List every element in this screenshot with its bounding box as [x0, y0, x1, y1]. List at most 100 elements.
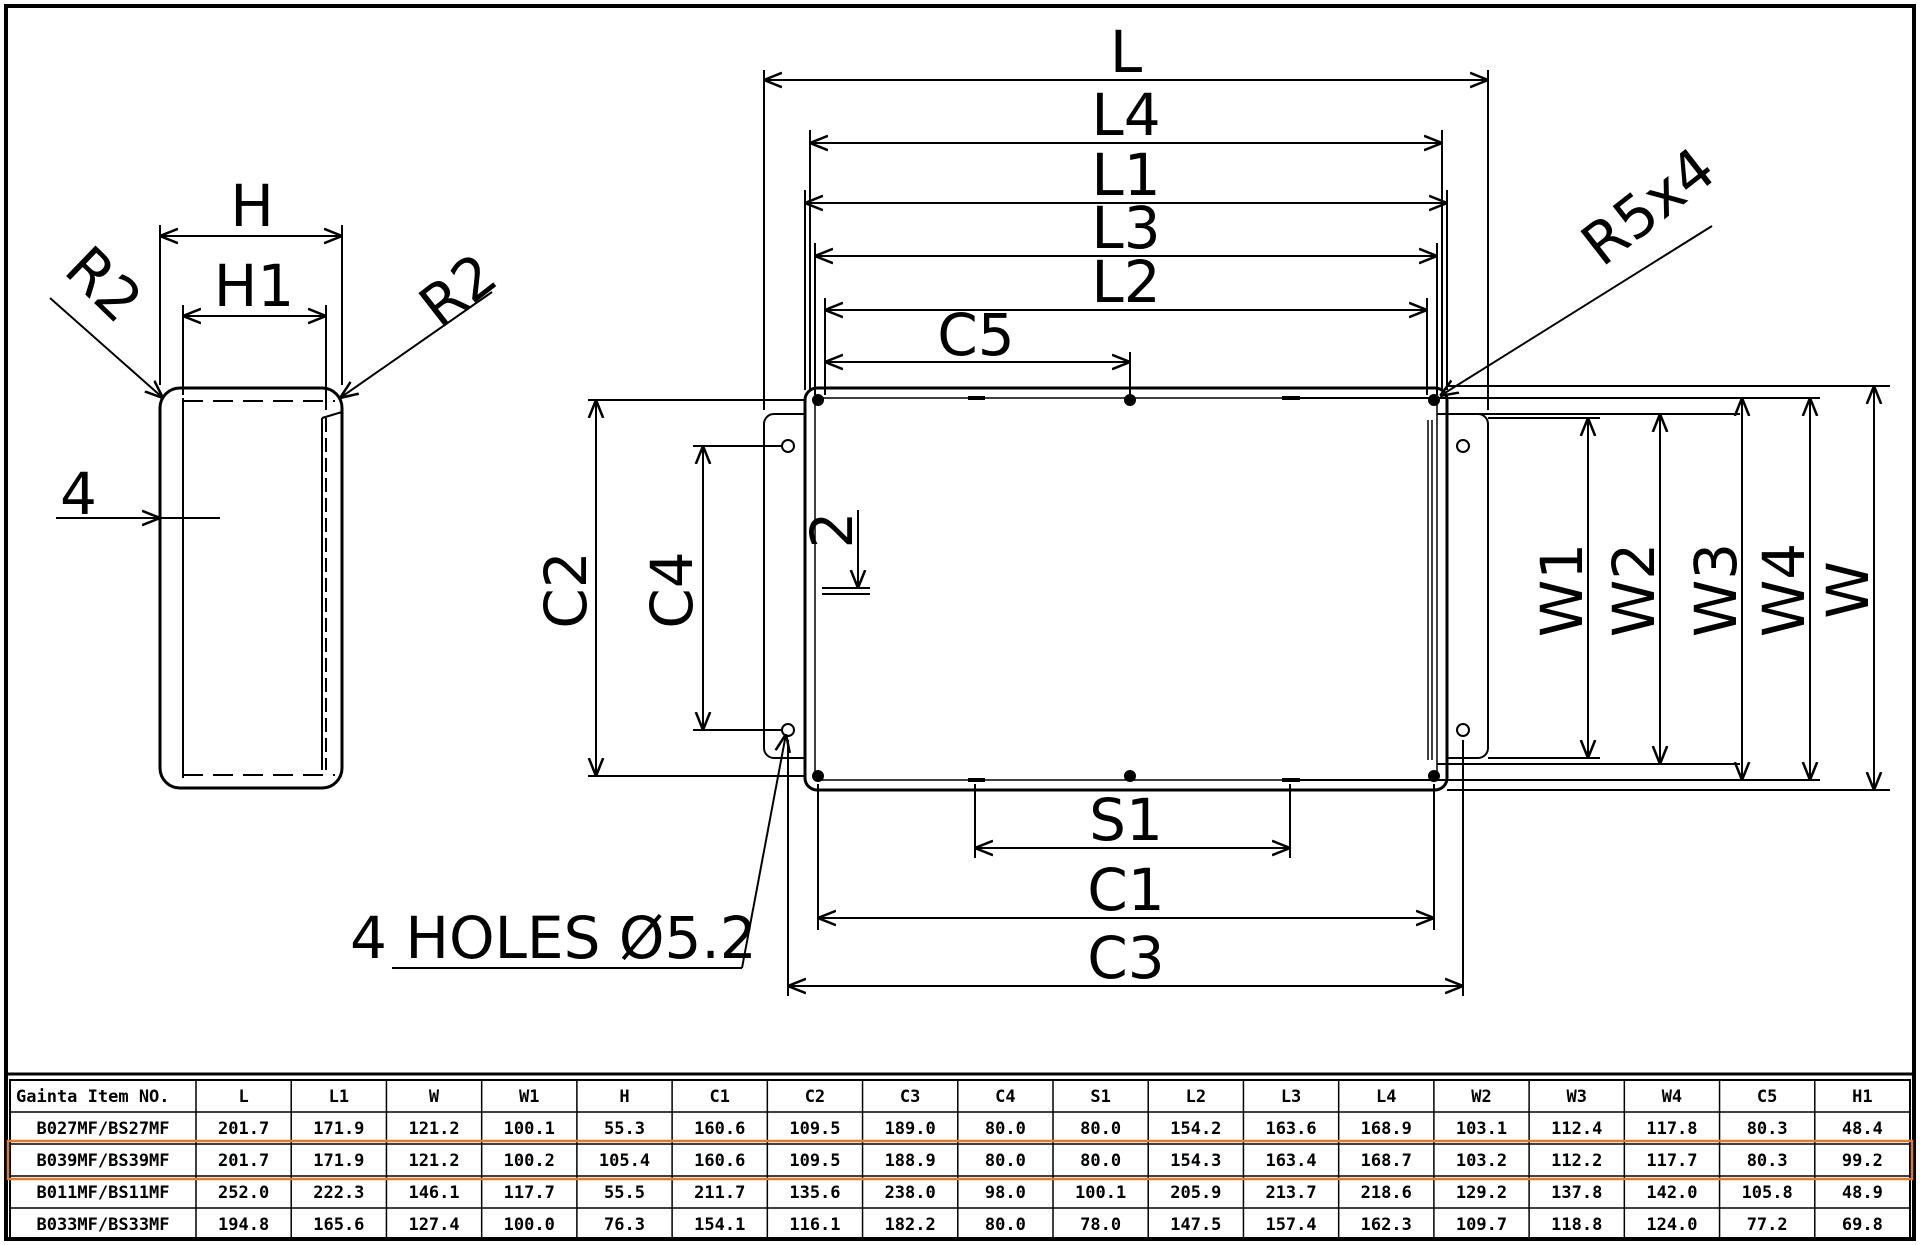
table-value-cell: 80.0	[985, 1151, 1026, 1171]
table-value-cell: 201.7	[218, 1151, 269, 1171]
table-value-cell: 129.2	[1456, 1183, 1507, 1203]
table-value-cell: 105.8	[1742, 1183, 1793, 1203]
table-item-cell: B033MF/BS33MF	[36, 1215, 169, 1235]
dim-label-S1: S1	[1089, 786, 1163, 854]
table-value-cell: 103.1	[1456, 1119, 1507, 1139]
dim-label-R2-left: R2	[52, 233, 155, 336]
dim-label-C3: C3	[1087, 924, 1164, 992]
top-view	[392, 70, 1890, 996]
table-value-cell: 165.6	[313, 1215, 364, 1235]
table-value-cell: 213.7	[1265, 1183, 1316, 1203]
dim-label-C5: C5	[937, 301, 1014, 369]
table-value-cell: 98.0	[985, 1183, 1026, 1203]
table-value-cell: 103.2	[1456, 1151, 1507, 1171]
table-value-cell: 80.0	[985, 1215, 1026, 1235]
table-value-cell: 168.9	[1361, 1119, 1412, 1139]
table-item-cell: B027MF/BS27MF	[36, 1119, 169, 1139]
table-value-cell: 48.4	[1842, 1119, 1883, 1139]
table-value-cell: 124.0	[1646, 1215, 1697, 1235]
holes-callout: 4 HOLES Ø5.2	[350, 904, 757, 972]
table-header-cell: C2	[805, 1087, 825, 1107]
table-header-cell: C3	[900, 1087, 920, 1107]
table-value-cell: 55.5	[604, 1183, 645, 1203]
table-header-cell: H1	[1852, 1087, 1872, 1107]
table-value-cell: 205.9	[1170, 1183, 1221, 1203]
table-value-cell: 80.0	[1080, 1119, 1121, 1139]
dim-label-W: W	[1814, 561, 1882, 618]
table-value-cell: 69.8	[1842, 1215, 1883, 1235]
table-value-cell: 48.9	[1842, 1183, 1883, 1203]
table-header-cell: W3	[1566, 1087, 1586, 1107]
table-value-cell: 222.3	[313, 1183, 364, 1203]
table-value-cell: 171.9	[313, 1119, 364, 1139]
table-value-cell: 80.3	[1747, 1119, 1788, 1139]
table-value-cell: 135.6	[789, 1183, 840, 1203]
side-view	[49, 225, 493, 790]
table-value-cell: 100.1	[504, 1119, 555, 1139]
dim-label-L: L	[1110, 18, 1142, 86]
table-value-cell: 171.9	[313, 1151, 364, 1171]
dim-label-C2: C2	[532, 551, 600, 628]
table-value-cell: 100.0	[504, 1215, 555, 1235]
dim-label-2: 2	[798, 512, 866, 549]
table-value-cell: 112.2	[1551, 1151, 1602, 1171]
table-value-cell: 121.2	[408, 1119, 459, 1139]
table-item-cell: B011MF/BS11MF	[36, 1183, 169, 1203]
mounting-hole	[1456, 723, 1470, 737]
table-value-cell: 100.1	[1075, 1183, 1126, 1203]
table-value-cell: 154.3	[1170, 1151, 1221, 1171]
table-value-cell: 154.2	[1170, 1119, 1221, 1139]
mounting-hole	[1456, 439, 1470, 453]
dim-label-R5x4: R5x4	[1569, 134, 1728, 279]
table-value-cell: 218.6	[1361, 1183, 1412, 1203]
table-header-cell: Gainta Item NO.	[16, 1087, 170, 1107]
table-value-cell: 121.2	[408, 1151, 459, 1171]
dim-label-C4: C4	[638, 551, 706, 628]
table-value-cell: 117.8	[1646, 1119, 1697, 1139]
mounting-hole	[781, 439, 795, 453]
mounting-hole	[781, 723, 795, 737]
table-value-cell: 182.2	[885, 1215, 936, 1235]
table-value-cell: 55.3	[604, 1119, 645, 1139]
table-value-cell: 109.5	[789, 1119, 840, 1139]
table-header-cell: L4	[1376, 1087, 1396, 1107]
table-value-cell: 76.3	[604, 1215, 645, 1235]
side-view-body	[158, 386, 344, 790]
dim-label-H: H	[230, 172, 274, 240]
table-value-cell: 146.1	[408, 1183, 459, 1203]
dim-label-C1: C1	[1087, 856, 1164, 924]
dim-label-L2: L2	[1091, 248, 1160, 316]
table-value-cell: 162.3	[1361, 1215, 1412, 1235]
table-value-cell: 117.7	[1646, 1151, 1697, 1171]
dim-label-W2: W2	[1600, 543, 1668, 637]
table-value-cell: 112.4	[1551, 1119, 1602, 1139]
dim-label-W3: W3	[1682, 543, 1750, 637]
table-value-cell: 168.7	[1361, 1151, 1412, 1171]
table-frame	[9, 1079, 1911, 1241]
table-value-cell: 118.8	[1551, 1215, 1602, 1235]
table-header-cell: W2	[1471, 1087, 1491, 1107]
table-value-cell: 109.5	[789, 1151, 840, 1171]
dim-label-H1: H1	[214, 252, 295, 320]
table-value-cell: 100.2	[504, 1151, 555, 1171]
table-value-cell: 127.4	[408, 1215, 459, 1235]
table-value-cell: 105.4	[599, 1151, 650, 1171]
table-header-cell: S1	[1090, 1087, 1110, 1107]
table-value-cell: 160.6	[694, 1119, 745, 1139]
table-header-cell: W4	[1662, 1087, 1682, 1107]
table-value-cell: 142.0	[1646, 1183, 1697, 1203]
table-value-cell: 160.6	[694, 1151, 745, 1171]
table-header-cell: W1	[519, 1087, 539, 1107]
table-header-cell: C1	[709, 1087, 729, 1107]
table-value-cell: 252.0	[218, 1183, 269, 1203]
table-value-cell: 117.7	[504, 1183, 555, 1203]
table-value-cell: 109.7	[1456, 1215, 1507, 1235]
table-value-cell: 77.2	[1747, 1215, 1788, 1235]
table-header-cell: L	[238, 1087, 248, 1107]
table-value-cell: 80.0	[985, 1119, 1026, 1139]
table-value-cell: 163.6	[1265, 1119, 1316, 1139]
highlighted-row	[6, 1139, 1914, 1181]
dim-label-W1: W1	[1528, 543, 1596, 637]
table-value-cell: 147.5	[1170, 1215, 1221, 1235]
